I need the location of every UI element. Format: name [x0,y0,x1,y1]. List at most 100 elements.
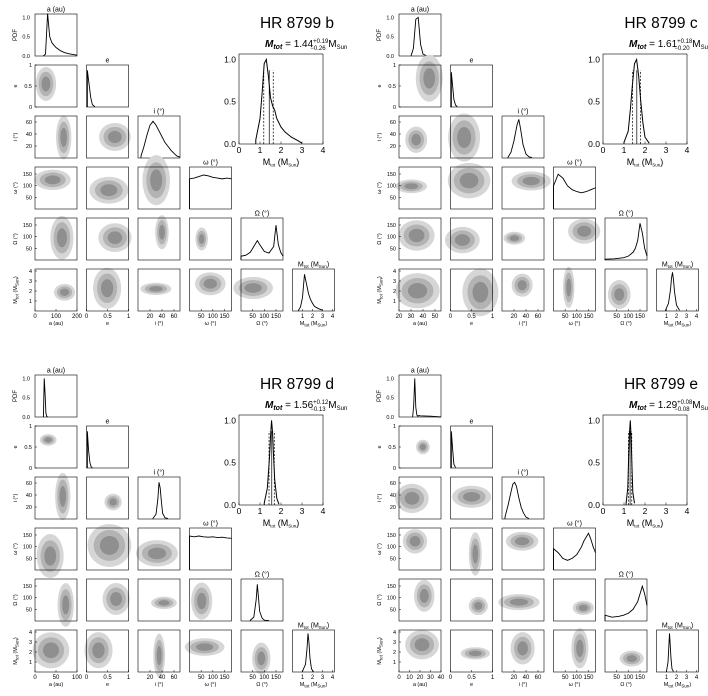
y-tick-label: 3 [29,640,32,646]
x-tick-label: 0.5 [103,675,112,681]
x-tick-label: 100 [572,675,583,681]
panel-frame [240,629,284,673]
x-axis-label: a (au) [413,682,428,688]
x-tick-label: 1 [665,675,669,681]
density-inner [59,288,70,296]
density-inner [468,650,482,657]
mass-x-tick-label: 4 [321,506,326,516]
panel-frame [450,115,493,159]
density-inner [158,600,170,606]
x-axis-label: Mtot​ (MSun​) [664,682,692,689]
panel-frame [450,578,493,622]
y-tick-label: 40 [26,493,32,499]
y-tick-label: 4 [393,269,396,275]
x-axis-label: ω (°) [569,682,581,688]
y-tick-label: 0 [393,466,396,472]
joint-panel [447,162,493,210]
mass-y-tick-label: 1.0 [588,54,600,64]
mass-x-tick-label: 0 [601,506,606,516]
x-tick-label: 100 [51,314,62,320]
x-tick-label: 2 [675,675,679,681]
x-tick-label: 1 [127,314,131,320]
y-tick-label: 50 [26,195,32,201]
marginal-histogram [450,72,458,107]
density-inner [423,67,436,89]
panel-frame [34,578,78,622]
density-inner [44,175,61,185]
y-tick-label: 100 [23,596,32,602]
marginal-panel: Ω (°) [604,210,648,261]
panel-frame [189,268,232,312]
x-tick-label: 20 [147,314,154,320]
panel-frame [137,268,181,312]
mass-y-tick-label: 0.5 [588,97,600,107]
density-inner [408,228,425,243]
marginal-panel: ω (°) [553,520,596,571]
joint-panel [137,578,181,622]
mass-x-tick-label: 0 [237,145,242,155]
joint-panel [501,166,551,210]
marginal-panel: ω (°) [189,159,232,210]
x-tick-label: 1 [491,314,495,320]
y-tick-label: 1 [393,299,396,305]
diagonal-label: a (au) [47,368,65,375]
panel-frame [137,629,181,673]
joint-panel [501,527,545,571]
panel-frame [450,527,493,571]
x-tick-label: 1 [491,675,495,681]
x-axis-label: e [470,321,473,327]
density-inner [522,176,540,186]
marginal-panel: e [86,58,129,108]
marginal-panel: e [450,419,493,469]
marginal-histogram [140,120,181,158]
panel-frame [34,476,78,520]
y-axis-label: Mtot​ (MSun​) [377,276,384,304]
diagonal-label: i (°) [154,108,165,116]
x-tick-label: 0 [33,675,37,681]
density-inner [198,233,205,245]
density-inner [457,127,472,148]
panel-frame [553,166,596,210]
joint-panel [553,217,601,261]
panel-frame [398,115,442,159]
marginal-histogram [665,272,680,311]
mass-y-tick-label: 0.0 [588,500,600,510]
density-inner [158,224,165,240]
x-tick-label: 40 [523,675,530,681]
panel-frame [398,374,442,418]
y-axis-label: i (°) [13,133,19,142]
x-tick-label: 2 [675,314,679,320]
x-tick-label: 20 [417,675,424,681]
x-tick-label: 1 [127,675,131,681]
y-tick-label: 60 [390,481,396,487]
diagonal-label: Ω (°) [255,571,270,579]
mass-histogram [255,57,303,144]
panel-frame [450,217,493,261]
density-inner [147,547,167,560]
mass-x-tick-label: 4 [321,145,326,155]
density-inner [459,172,479,189]
diagonal-label: a (au) [411,368,429,375]
y-tick-label: 1 [393,424,396,430]
mass-y-tick-label: 0.0 [224,500,236,510]
density-inner [257,651,266,666]
panel-frame [34,217,78,261]
panel-frame [34,374,78,418]
panel-frame [604,217,648,261]
panel-frame [398,268,442,312]
x-tick-label: 1 [301,675,305,681]
panel-frame [34,527,78,571]
diagonal-label: ω (°) [203,159,218,167]
y-tick-label: 2 [29,650,32,656]
